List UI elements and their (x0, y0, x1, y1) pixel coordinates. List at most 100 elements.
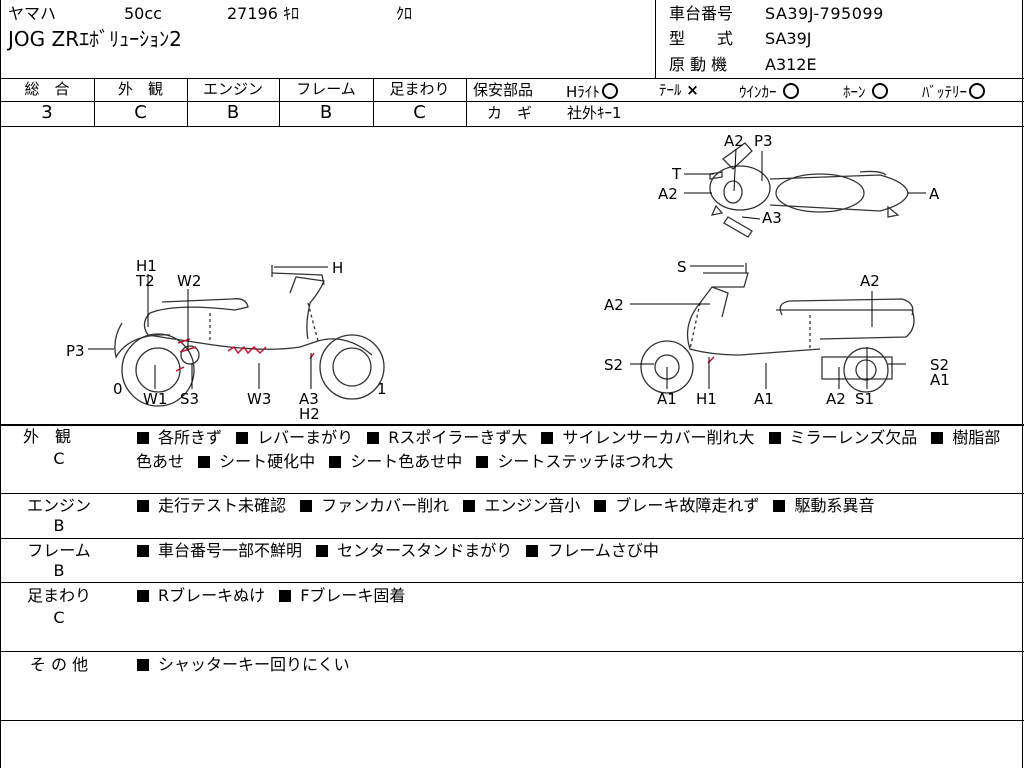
remark-item: 走行テスト未確認 (136, 496, 286, 515)
grade-exterior-label: 外 観 (117, 80, 163, 98)
diagram-label: H1 (696, 390, 717, 408)
bullet-icon (137, 659, 149, 671)
section-engine-items: 走行テスト未確認 ファンカバー削れ エンジン音小 ブレーキ故障走れず 駆動系異音 (136, 494, 882, 518)
scooter-top-view (709, 142, 909, 238)
grade-frame-value: B (319, 102, 333, 123)
section-exterior-items: 各所きず レバーまがり Rスポイラーきず大 サイレンサーカバー削れ大 ミラーレン… (136, 426, 1016, 474)
diagram-label: W1 (143, 390, 167, 408)
divider (0, 720, 1024, 721)
bullet-icon (526, 545, 539, 557)
diagram-label: T2 (135, 272, 155, 290)
diagram-label: A3 (762, 209, 782, 227)
bullet-icon (137, 432, 149, 444)
grade-frame-label: フレーム (296, 80, 356, 98)
divider (0, 651, 1024, 652)
diagram-label: A1 (930, 371, 950, 389)
divider (655, 0, 656, 78)
safety-taillight: ﾃｰﾙ × (659, 81, 699, 99)
bullet-icon (541, 432, 554, 444)
grade-engine-label: エンジン (202, 80, 263, 98)
bullet-icon (768, 432, 781, 444)
bullet-icon (300, 500, 313, 512)
divider (1022, 0, 1023, 768)
divider (0, 0, 1, 768)
safety-winker: ｳｲﾝｶｰ (739, 83, 800, 100)
grade-suspension-value: C (413, 102, 426, 123)
divider (279, 78, 280, 126)
divider (0, 78, 1024, 79)
diagram-label: A (929, 185, 940, 203)
remark-item: Rスポイラーきず大 (366, 428, 527, 447)
safety-label: 保安部品 (473, 81, 534, 99)
remark-item: シート色あせ中 (328, 452, 462, 471)
diagram-label: P3 (754, 132, 773, 150)
frame-no-label: 車台番号 (669, 4, 734, 23)
grade-exterior-value: C (134, 102, 147, 123)
section-frame-grade: B (53, 561, 65, 580)
grade-total-value: 3 (41, 102, 53, 123)
diagram-label: H2 (299, 405, 320, 423)
bullet-icon (198, 456, 211, 468)
bullet-icon (279, 590, 292, 602)
ok-circle-icon (783, 83, 800, 99)
remark-item: Rブレーキぬけ (136, 586, 265, 605)
remark-item: 樹脂部色あせ (136, 428, 1001, 471)
diagram-label: A2 (658, 185, 678, 203)
divider (466, 101, 1024, 102)
maker-name: ヤマハ (8, 4, 57, 23)
model-name: JOG ZRｴﾎﾞﾘｭｰｼｮﾝ2 (8, 27, 182, 51)
section-other-label: そ の 他 (29, 655, 89, 674)
diagram-label: A1 (754, 390, 774, 408)
safety-battery: ﾊﾞｯﾃﾘｰ (922, 83, 986, 100)
bullet-icon (329, 456, 342, 468)
bullet-icon (367, 432, 380, 444)
safety-horn: ﾎｰﾝ (843, 83, 889, 100)
section-frame-items: 車台番号一部不鮮明 センタースタンドまがり フレームさび中 (136, 539, 667, 563)
diagram-label: W3 (247, 390, 271, 408)
remark-item: シートステッチほつれ大 (475, 452, 673, 471)
divider (187, 78, 188, 126)
section-frame-label: フレーム (27, 541, 91, 560)
remark-item: シート硬化中 (197, 452, 315, 471)
divider (0, 424, 1024, 426)
remark-item: Fブレーキ固着 (278, 586, 405, 605)
type-value: SA39J (765, 29, 812, 48)
remark-item: エンジン音小 (462, 496, 580, 515)
scooter-left-view (114, 265, 385, 407)
diagram-label: S3 (180, 390, 199, 408)
remark-item: ファンカバー削れ (299, 496, 449, 515)
diagram-label: S2 (604, 356, 623, 374)
frame-no: SA39J-795099 (765, 4, 884, 23)
color: ｸﾛ (396, 4, 413, 23)
divider (373, 78, 374, 126)
diagram-label: A2 (604, 296, 624, 314)
section-other-items: シャッターキー回りにくい (136, 653, 358, 677)
section-engine-label: エンジン (26, 496, 91, 515)
remark-item: センタースタンドまがり (315, 541, 512, 560)
ok-circle-icon (872, 83, 889, 99)
bullet-icon (773, 500, 786, 512)
remark-item: フレームさび中 (525, 541, 659, 560)
grade-total-label: 総 合 (24, 80, 70, 98)
remark-item: 車台番号一部不鮮明 (136, 541, 302, 560)
diagram-label: S1 (855, 390, 874, 408)
engine-label: 原 動 機 (669, 55, 728, 74)
safety-headlight: Hﾗｲﾄ (566, 83, 618, 100)
engine-value: A312E (765, 55, 817, 74)
mileage: 27196 ｷﾛ (227, 4, 299, 23)
remark-item: ミラーレンズ欠品 (768, 428, 917, 447)
diagram-label: A2 (724, 132, 744, 150)
displacement: 50cc (124, 4, 162, 23)
diagram-label: P3 (66, 342, 85, 360)
section-suspension-items: Rブレーキぬけ Fブレーキ固着 (136, 584, 413, 608)
diagram-label: T (671, 165, 682, 183)
remark-item: レバーまがり (235, 428, 353, 447)
grade-suspension-label: 足まわり (389, 80, 450, 98)
ng-cross-icon: × (686, 81, 699, 99)
bullet-icon (137, 545, 149, 557)
remark-item: 駆動系異音 (772, 496, 874, 515)
diagram-label: S (677, 258, 687, 276)
section-exterior-label: 外 観 (22, 427, 71, 446)
bullet-icon (463, 500, 476, 512)
diagram-label: A2 (860, 272, 880, 290)
